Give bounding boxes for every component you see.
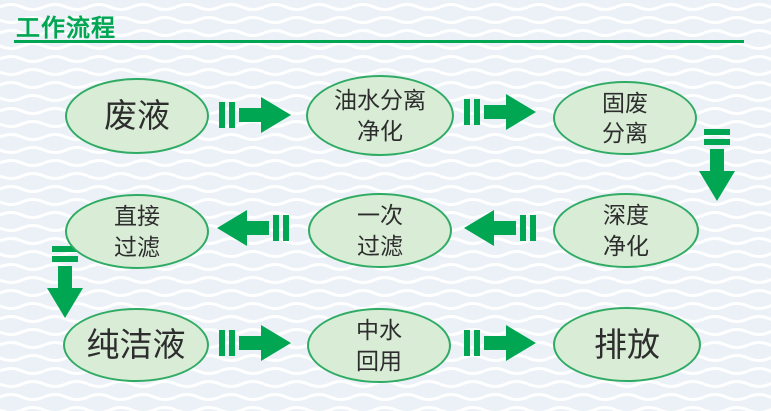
node-direct-filtration: 直接 过滤: [65, 194, 209, 269]
node-label: 回用: [356, 347, 402, 374]
node-label: 深度: [603, 202, 649, 229]
node-label: 一次: [357, 202, 403, 229]
node-solid-waste-separation: 固废 分离: [553, 81, 697, 155]
arrow-right-icon: [219, 323, 291, 363]
node-label: 过滤: [114, 233, 160, 260]
page-title: 工作流程: [16, 15, 116, 42]
node-label: 净化: [603, 232, 649, 259]
node-label: 直接: [114, 203, 160, 230]
arrow-right-icon: [464, 92, 536, 132]
node-label: 中水: [356, 317, 402, 344]
node-label: 排放: [594, 325, 660, 363]
node-label: 油水分离: [334, 87, 426, 114]
node-pure-liquid: 纯洁液: [63, 308, 209, 382]
node-primary-filtration: 一次 过滤: [308, 193, 452, 268]
node-deep-purification: 深度 净化: [553, 193, 699, 268]
node-reclaimed-water-reuse: 中水 回用: [307, 308, 451, 383]
arrow-left-icon: [217, 208, 289, 248]
node-waste-liquid: 废液: [65, 78, 209, 154]
arrow-left-icon: [464, 208, 536, 248]
node-discharge: 排放: [553, 307, 701, 382]
node-label: 分离: [602, 120, 648, 146]
node-label: 过滤: [357, 232, 403, 259]
node-oil-water-separation: 油水分离 净化: [306, 75, 454, 156]
arrow-down-icon: [45, 246, 85, 318]
arrow-down-icon: [697, 129, 737, 201]
node-label: 纯洁液: [86, 326, 186, 364]
node-label: 固废: [602, 89, 648, 116]
arrow-right-icon: [464, 323, 536, 363]
arrow-right-icon: [219, 95, 291, 135]
title-underline: [14, 40, 744, 43]
node-label: 废液: [104, 97, 170, 135]
node-label: 净化: [357, 117, 403, 144]
